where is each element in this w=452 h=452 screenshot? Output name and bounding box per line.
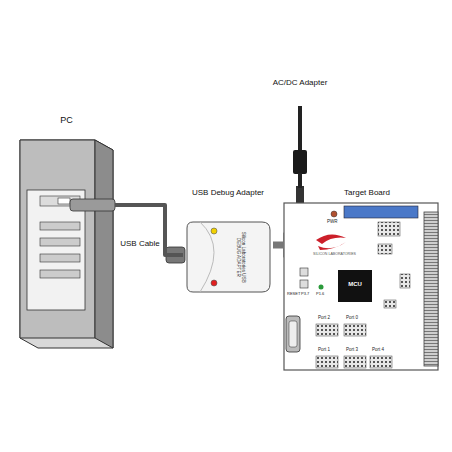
- board-label: Port 4: [372, 348, 384, 353]
- board-label: PWR: [327, 220, 338, 225]
- board-label: Port 3: [346, 348, 358, 353]
- debug-adapter-node: USB Debug AdapterSilicon Laboratories US…: [183, 188, 273, 293]
- target-board: [284, 203, 438, 370]
- board-label: RESET: [287, 292, 300, 296]
- ribbon-cable: [273, 242, 284, 249]
- usb-plug: [70, 199, 115, 211]
- debug-adapter-body: [187, 222, 270, 292]
- target-board-node: Target BoardMCU: [282, 188, 442, 372]
- node-heading: PC: [18, 115, 115, 125]
- usb-cable: [115, 205, 183, 255]
- node-heading: Target Board: [322, 188, 412, 197]
- board-label: Port 1: [318, 348, 330, 353]
- node-heading: USB Debug Adapter: [183, 188, 273, 197]
- adapter-print: Silicon Laboratories USB DEBUG ADAPTER: [236, 228, 247, 286]
- board-label: P1.6: [316, 292, 324, 296]
- board-label: SILICON LABORATORIES: [313, 253, 356, 257]
- cable-label: USB Cable: [120, 240, 160, 249]
- ac-dc-plug: [293, 106, 307, 204]
- pc-node: PC: [18, 115, 115, 350]
- pc-tower: [20, 140, 113, 348]
- board-label: P3.7: [301, 292, 309, 296]
- mcu-chip: MCU: [338, 270, 372, 302]
- power-cord: [298, 173, 302, 188]
- board-label: Port 2: [318, 316, 330, 321]
- board-label: Port 0: [346, 316, 358, 321]
- node-heading: AC/DC Adapter: [270, 78, 330, 87]
- ac-dc-adapter-node: AC/DC Adapter: [270, 78, 330, 173]
- chip-label: MCU: [338, 281, 372, 288]
